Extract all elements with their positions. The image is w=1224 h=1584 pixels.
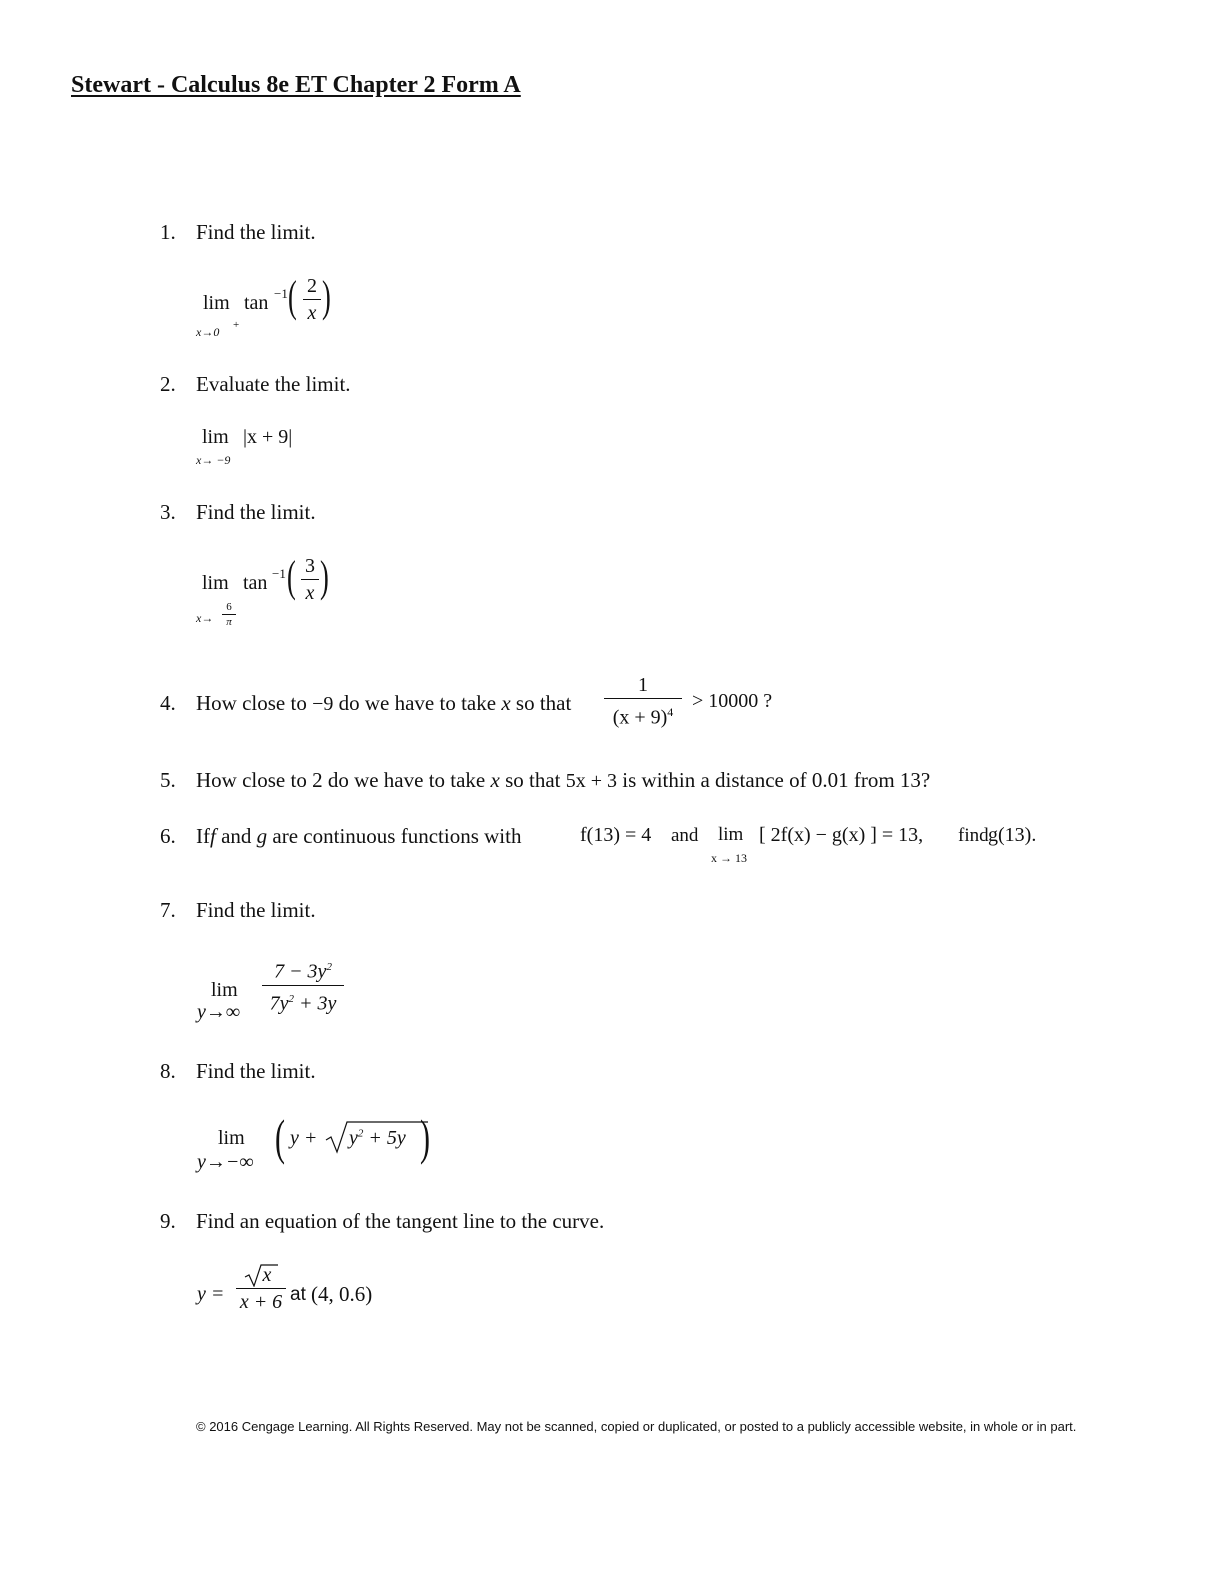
limit-expression: [ 2f(x) − g(x) ] = 13, (759, 824, 924, 846)
question-number: 3. (160, 500, 176, 524)
lim-operator: lim (202, 572, 229, 594)
question-text: How close to 2 do we have to take x so t… (196, 768, 931, 792)
question-text: Evaluate the limit. (196, 372, 351, 396)
question-text: Find the limit. (196, 1059, 316, 1083)
lim-subscript: x→ (196, 611, 214, 625)
right-paren: ) (320, 552, 329, 601)
right-paren: ) (420, 1109, 430, 1165)
abs-expression: |x + 9| (243, 426, 293, 448)
lim-subscript-sup: + (233, 319, 240, 331)
lim-operator: lim (218, 1127, 245, 1149)
radical-sign (325, 1121, 428, 1154)
question-text: Find the limit. (196, 220, 316, 244)
question-text: Iff and g are continuous functions with (196, 824, 522, 848)
inequality-tail: > 10000 ? (692, 690, 773, 712)
question-number: 8. (160, 1059, 176, 1083)
question-number: 6. (160, 824, 176, 848)
question-number: 7. (160, 898, 176, 922)
copyright-footer: © 2016 Cengage Learning. All Rights Rese… (196, 1419, 1077, 1434)
fraction: x x + 6 (236, 1263, 286, 1314)
find-label: find (958, 825, 989, 846)
right-paren: ) (322, 272, 331, 321)
question-number: 2. (160, 372, 176, 396)
lim-operator: lim (718, 824, 744, 845)
lim-operator: lim (202, 426, 229, 448)
question-text: Find the limit. (196, 898, 316, 922)
question-text: Find an equation of the tangent line to … (196, 1209, 605, 1233)
left-paren: ( (288, 272, 297, 321)
question-text: Find the limit. (196, 500, 316, 524)
question-number: 1. (160, 220, 176, 244)
lhs: y = (197, 1283, 225, 1305)
exponent: −1 (274, 286, 288, 301)
lim-subscript: x→ −9 (196, 453, 231, 467)
lim-operator: lim (211, 979, 238, 1001)
page-title: Stewart - Calculus 8e ET Chapter 2 Form … (71, 72, 521, 98)
left-paren: ( (275, 1109, 285, 1165)
conjunction: and (671, 825, 699, 846)
function-name: tan (243, 572, 268, 594)
term: y + (290, 1127, 318, 1149)
question-number: 9. (160, 1209, 176, 1233)
lim-subscript: y→−∞ (197, 1151, 254, 1173)
radicand: y2 + 5y (349, 1127, 406, 1149)
condition: f(13) = 4 (580, 824, 652, 846)
point: (4, 0.6) (311, 1282, 373, 1306)
lim-operator: lim (203, 292, 230, 314)
left-paren: ( (287, 552, 296, 601)
at-label: at (290, 1284, 306, 1305)
fraction: 7 − 3y2 7y2 + 3y (262, 955, 344, 1015)
radical-sign (244, 1264, 278, 1287)
fraction: 1 (x + 9)4 (604, 673, 682, 730)
function-name: tan (244, 292, 269, 314)
lim-subscript: x→0 (196, 325, 220, 339)
exponent: −1 (272, 566, 286, 581)
lim-subscript: x → 13 (711, 851, 747, 865)
target-expression: g(13). (988, 824, 1037, 846)
question-number: 5. (160, 768, 176, 792)
question-number: 4. (160, 691, 176, 715)
question-text: How close to −9 do we have to take x so … (196, 691, 572, 715)
lim-subscript: y→∞ (197, 1001, 241, 1023)
